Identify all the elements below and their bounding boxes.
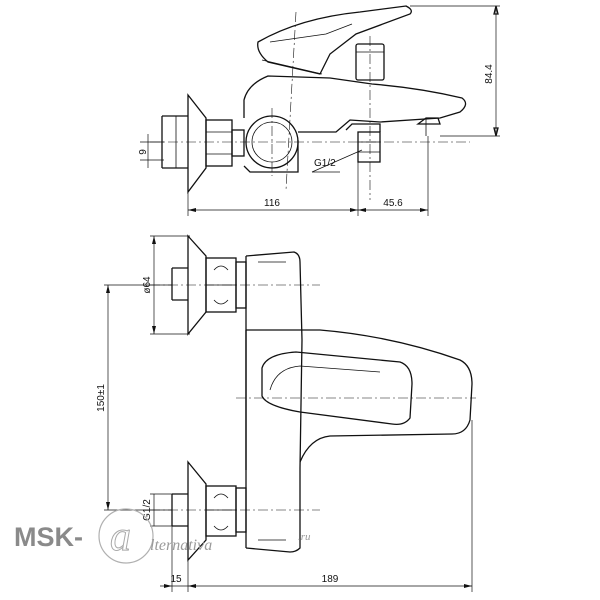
front-view-dimensions: ø64 150±1 G1/2 15 189	[96, 235, 473, 592]
watermark-letter: a	[110, 514, 131, 560]
dim-189: 189	[322, 574, 339, 585]
watermark-suffix: lternativa	[150, 537, 212, 554]
side-view	[150, 5, 470, 200]
dim-45-6: 45.6	[383, 198, 403, 209]
watermark-brand: MSK-	[14, 522, 83, 552]
dim-116: 116	[264, 198, 280, 209]
dim-84-4: 84.4	[484, 64, 495, 84]
dim-150: 150±1	[96, 384, 107, 412]
dim-g12-side: G1/2	[314, 158, 336, 169]
watermark-tld: .ru	[298, 531, 311, 543]
side-view-dimensions: 84.4 9 G1/2 116 45.6	[138, 5, 500, 216]
dim-15: 15	[170, 574, 182, 585]
watermark-circle-icon	[98, 508, 154, 564]
front-view	[150, 234, 476, 562]
dim-9: 9	[138, 149, 149, 155]
dim-g12-front: G1/2	[142, 499, 153, 521]
watermark: MSK- a lternativa .ru	[14, 508, 311, 564]
